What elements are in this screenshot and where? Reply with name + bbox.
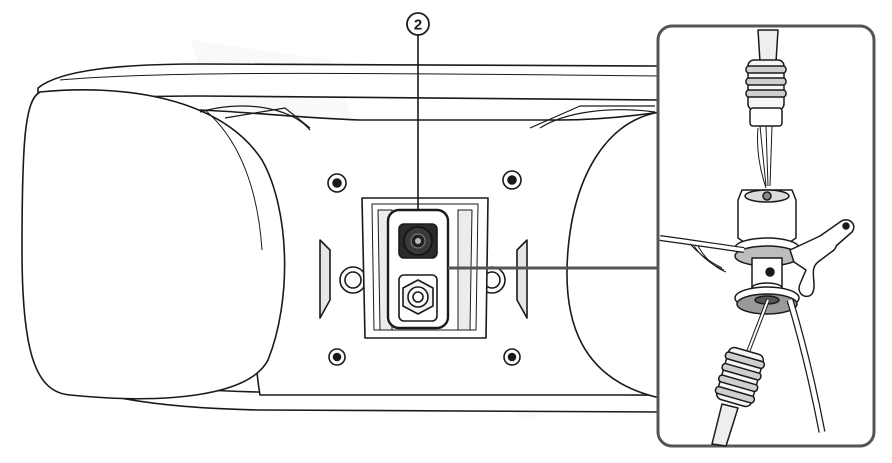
binding-post-detail: [656, 24, 876, 448]
speaker-back-illustration: [21, 63, 661, 413]
terminal-negative: [398, 223, 438, 259]
callout-badge: 2: [406, 12, 430, 36]
screw-top-left: [327, 173, 347, 193]
bare-wire-left: [659, 235, 745, 273]
spade-lug: [789, 219, 855, 298]
screw-top-right: [502, 170, 522, 190]
screw-bottom-left: [328, 348, 346, 366]
top-connector: [745, 59, 787, 127]
right-grille: [566, 111, 661, 399]
bottom-connector: [711, 346, 766, 447]
screw-bottom-right: [503, 348, 521, 366]
callout-number: 2: [414, 17, 422, 34]
terminal-positive: [398, 274, 438, 322]
binding-post: [734, 189, 800, 315]
knob-left: [319, 239, 367, 319]
left-grille: [21, 89, 286, 400]
